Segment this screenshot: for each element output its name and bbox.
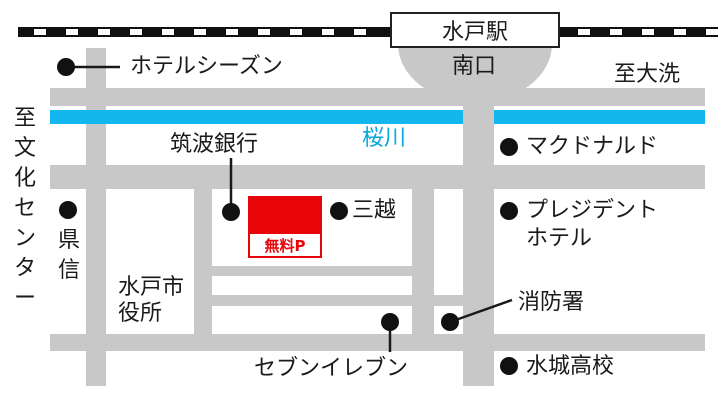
landmark-dots xyxy=(57,58,518,375)
bank-label: 筑波銀行 xyxy=(170,132,259,157)
mcdonalds-label: マクドナルド xyxy=(526,134,659,159)
rail-tie xyxy=(706,29,718,35)
dot-prefecture xyxy=(59,201,77,219)
dot-seven-eleven xyxy=(381,313,399,331)
rail-tie xyxy=(322,29,334,35)
prefecture-label: 県信 xyxy=(57,228,80,283)
roads xyxy=(50,48,705,386)
dot-fire-station xyxy=(441,313,459,331)
dot-high-school xyxy=(500,357,518,375)
parking-lot-block xyxy=(248,196,322,232)
station-name: 水戸駅 xyxy=(441,20,508,45)
river-sakuragawa xyxy=(50,110,705,124)
rail-tie xyxy=(290,29,302,35)
rail-tie xyxy=(34,29,46,35)
direction-west-label: 至文化センター xyxy=(13,106,36,311)
dot-mitsukoshi xyxy=(330,202,348,220)
dot-mcdonalds xyxy=(500,138,518,156)
mitsukoshi-label: 三越 xyxy=(352,198,397,223)
river-label: 桜川 xyxy=(362,126,407,151)
railway-line xyxy=(18,27,718,37)
rail-tie xyxy=(226,29,238,35)
station-exit-label: 南口 xyxy=(452,54,497,79)
direction-east-label: 至大洗 xyxy=(614,62,681,87)
rail-tie xyxy=(642,29,654,35)
station-sign: 水戸駅 xyxy=(390,12,560,48)
president-hotel-label-2: ホテル xyxy=(526,226,593,251)
rail-tie xyxy=(578,29,590,35)
rail-tie xyxy=(194,29,206,35)
parking-label: 無料P xyxy=(248,232,322,258)
rail-tie xyxy=(162,29,174,35)
dot-president-hotel xyxy=(500,202,518,220)
dot-hotel-season xyxy=(57,58,75,76)
rail-tie xyxy=(674,29,686,35)
high-school-label: 水城高校 xyxy=(526,354,615,379)
rail-tie xyxy=(66,29,78,35)
fire-station-label: 消防署 xyxy=(518,290,585,315)
president-hotel-label-1: プレジデント xyxy=(526,198,659,223)
rail-tie xyxy=(354,29,366,35)
hotel-season-label: ホテルシーズン xyxy=(130,54,283,79)
rail-tie xyxy=(258,29,270,35)
rail-tie xyxy=(130,29,142,35)
leader-lines xyxy=(66,65,513,352)
rail-tie xyxy=(610,29,622,35)
dot-bank xyxy=(222,203,240,221)
free-parking: 無料P xyxy=(248,196,322,258)
rail-tie xyxy=(98,29,110,35)
city-hall-label: 水戸市役所 xyxy=(118,275,185,326)
seven-eleven-label: セブンイレブン xyxy=(254,356,409,381)
